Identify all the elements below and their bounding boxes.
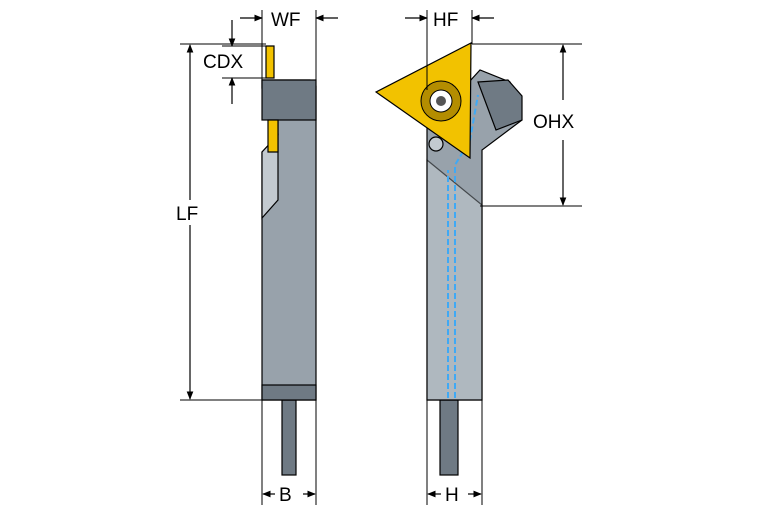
insert-screw-icon xyxy=(436,96,446,106)
front-view xyxy=(374,42,523,476)
front-clamp xyxy=(477,79,523,131)
label-ohx: OHX xyxy=(533,112,575,133)
dim-cdx: CDX xyxy=(203,20,266,104)
front-screw xyxy=(428,136,444,152)
label-hf: HF xyxy=(433,10,458,31)
dim-b: B xyxy=(261,400,317,506)
side-insert xyxy=(265,45,275,79)
dim-hf: HF xyxy=(405,10,494,90)
dim-lf: LF xyxy=(176,43,266,401)
side-view xyxy=(261,45,317,476)
dim-wf: WF xyxy=(240,10,338,86)
label-b: B xyxy=(279,485,292,506)
label-cdx: CDX xyxy=(203,52,243,73)
front-shank-stub xyxy=(439,399,459,476)
side-bottom-band xyxy=(261,384,317,401)
label-lf: LF xyxy=(176,204,198,225)
label-h: H xyxy=(445,485,459,506)
side-head-block xyxy=(261,79,317,121)
side-shank-stub xyxy=(281,399,297,476)
dim-ohx: OHX xyxy=(472,43,582,207)
label-wf: WF xyxy=(271,10,301,31)
side-insert-lower xyxy=(267,119,279,153)
dim-h: H xyxy=(426,400,483,506)
